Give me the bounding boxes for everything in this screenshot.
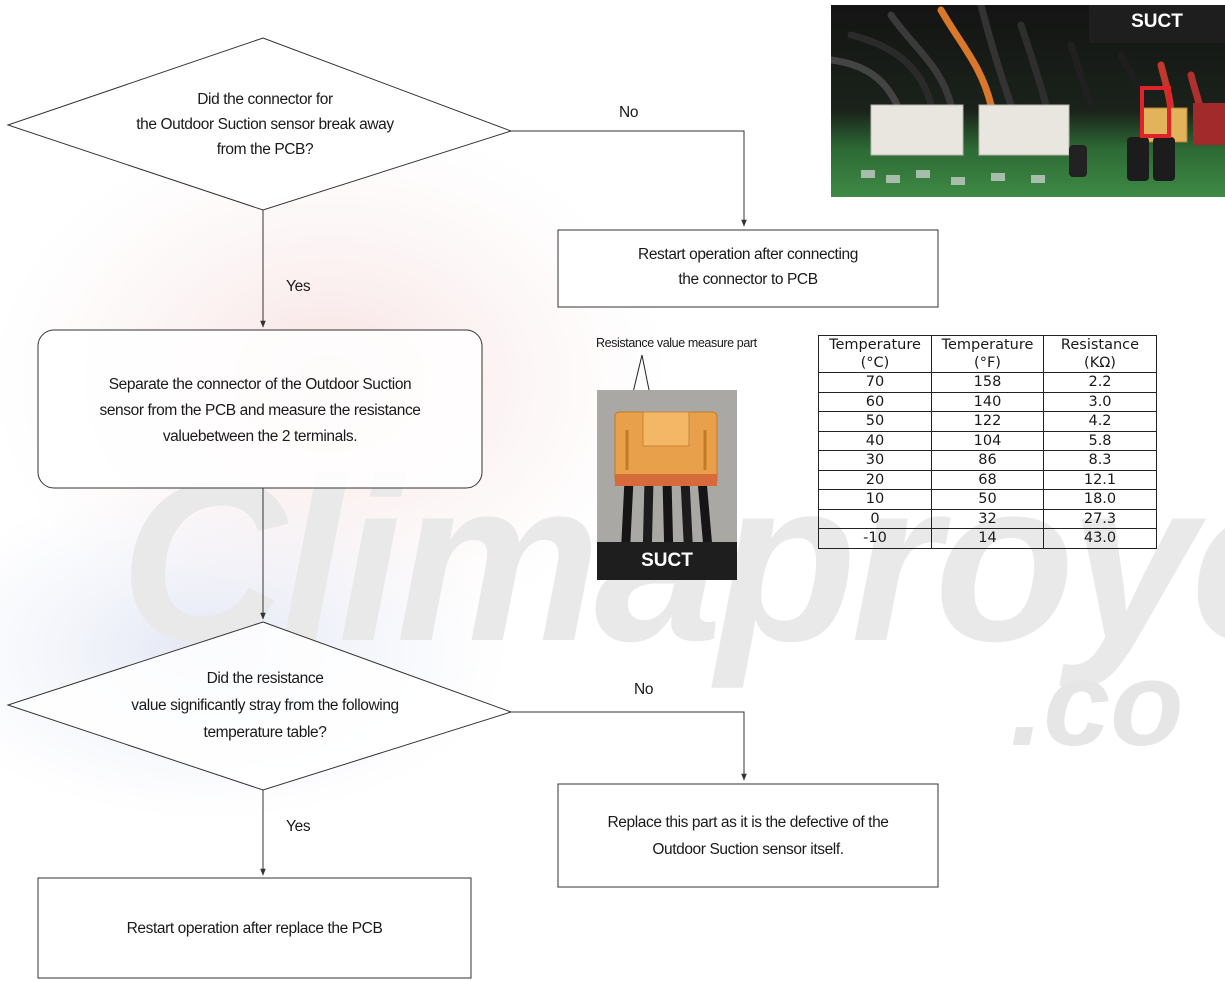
decision-q1-line: Did the connector for: [197, 91, 333, 108]
box-replace-sensor-shape: [557, 783, 939, 888]
cell-temp-f: 158: [931, 372, 1044, 393]
header-temp-f: Temperature (°F): [931, 335, 1044, 373]
box-replace-sensor-text: Replace this part as it is the defective…: [558, 809, 938, 863]
box-restart-connect-text: Restart operation after connecting the c…: [558, 242, 938, 292]
cell-temp-f: 14: [931, 528, 1044, 549]
decision-q2-line: temperature table?: [203, 724, 327, 741]
box-separate-line: valuebetween the 2 terminals.: [162, 428, 358, 445]
cell-resistance: 18.0: [1043, 489, 1157, 510]
edge-q1-no-label: No: [619, 104, 639, 121]
cell-temp-f: 122: [931, 411, 1044, 432]
box-restart-connect-shape: [557, 229, 939, 308]
header-line: Temperature: [941, 337, 1034, 353]
cell-temp-c: 20: [818, 469, 932, 490]
box-separate-line: sensor from the PCB and measure the resi…: [99, 402, 421, 419]
cell-temp-f: 140: [931, 391, 1044, 412]
header-temp-c: Temperature (°C): [818, 335, 932, 373]
watermark-suffix: .co: [1010, 637, 1183, 771]
cell-temp-c: 30: [818, 450, 932, 471]
cell-temp-c: 10: [818, 489, 932, 510]
edge-q2-no-label: No: [634, 681, 654, 698]
decision-q1-line: from the PCB?: [216, 141, 314, 158]
cell-temp-f: 32: [931, 508, 1044, 529]
header-unit: (°F): [974, 355, 1001, 371]
measure-caption: Resistance value measure part: [596, 336, 757, 350]
connector-photo: SUCT: [597, 390, 737, 580]
box-separate-text: Separate the connector of the Outdoor Su…: [38, 372, 482, 450]
box-replace-sensor-line: Outdoor Suction sensor itself.: [652, 841, 844, 858]
header-resistance: Resistance (KΩ): [1043, 335, 1157, 373]
box-restart-pcb-line: Restart operation after replace the PCB: [126, 920, 383, 937]
decision-q2-text: Did the resistance value significantly s…: [80, 665, 450, 746]
cell-temp-f: 68: [931, 469, 1044, 490]
cell-resistance: 5.8: [1043, 430, 1157, 451]
box-restart-connect-line: the connector to PCB: [678, 271, 818, 288]
header-line: Resistance: [1060, 337, 1140, 353]
cell-temp-c: 0: [818, 508, 932, 529]
cell-resistance: 12.1: [1043, 469, 1157, 490]
pcb-suct-label: SUCT: [1089, 5, 1225, 43]
edge-q2-no: [511, 711, 747, 781]
cell-temp-c: -10: [818, 528, 932, 549]
connector-suct-label: SUCT: [597, 542, 737, 580]
decision-q1-text: Did the connector for the Outdoor Suctio…: [80, 87, 450, 162]
edge-q1-yes-label: Yes: [286, 278, 311, 295]
header-unit: (KΩ): [1084, 355, 1116, 371]
edge-q2-yes-label: Yes: [286, 818, 311, 835]
box-replace-sensor-line: Replace this part as it is the defective…: [607, 814, 889, 831]
decision-q1-line: the Outdoor Suction sensor break away: [136, 116, 394, 133]
cell-temp-f: 50: [931, 489, 1044, 510]
decision-q2-line: Did the resistance: [206, 670, 324, 687]
box-restart-pcb-shape: [37, 877, 472, 979]
header-unit: (°C): [860, 355, 890, 371]
cell-temp-c: 40: [818, 430, 932, 451]
cell-resistance: 4.2: [1043, 411, 1157, 432]
box-restart-pcb-text: Restart operation after replace the PCB: [38, 916, 471, 941]
cell-resistance: 8.3: [1043, 450, 1157, 471]
cell-resistance: 2.2: [1043, 372, 1157, 393]
suct-highlight-box: [1140, 86, 1171, 138]
cell-temp-c: 60: [818, 391, 932, 412]
cell-resistance: 43.0: [1043, 528, 1157, 549]
table-header-row: Temperature (°C) Temperature (°F) Resistan…: [818, 335, 1157, 373]
cell-temp-f: 86: [931, 450, 1044, 471]
cell-resistance: 27.3: [1043, 508, 1157, 529]
cell-temp-c: 50: [818, 411, 932, 432]
edge-q1-no: [511, 130, 747, 227]
decision-q2-line: value significantly stray from the follo…: [131, 697, 399, 714]
cell-temp-f: 104: [931, 430, 1044, 451]
box-restart-connect-line: Restart operation after connecting: [638, 246, 858, 263]
resistance-table: Temperature (°C) Temperature (°F) Resistan…: [818, 335, 1157, 549]
header-line: Temperature: [829, 337, 921, 353]
box-separate-shape: [37, 329, 483, 489]
pcb-photo: SUCT: [831, 5, 1225, 197]
cell-resistance: 3.0: [1043, 391, 1157, 412]
cell-temp-c: 70: [818, 372, 932, 393]
box-separate-line: Separate the connector of the Outdoor Su…: [108, 376, 412, 393]
